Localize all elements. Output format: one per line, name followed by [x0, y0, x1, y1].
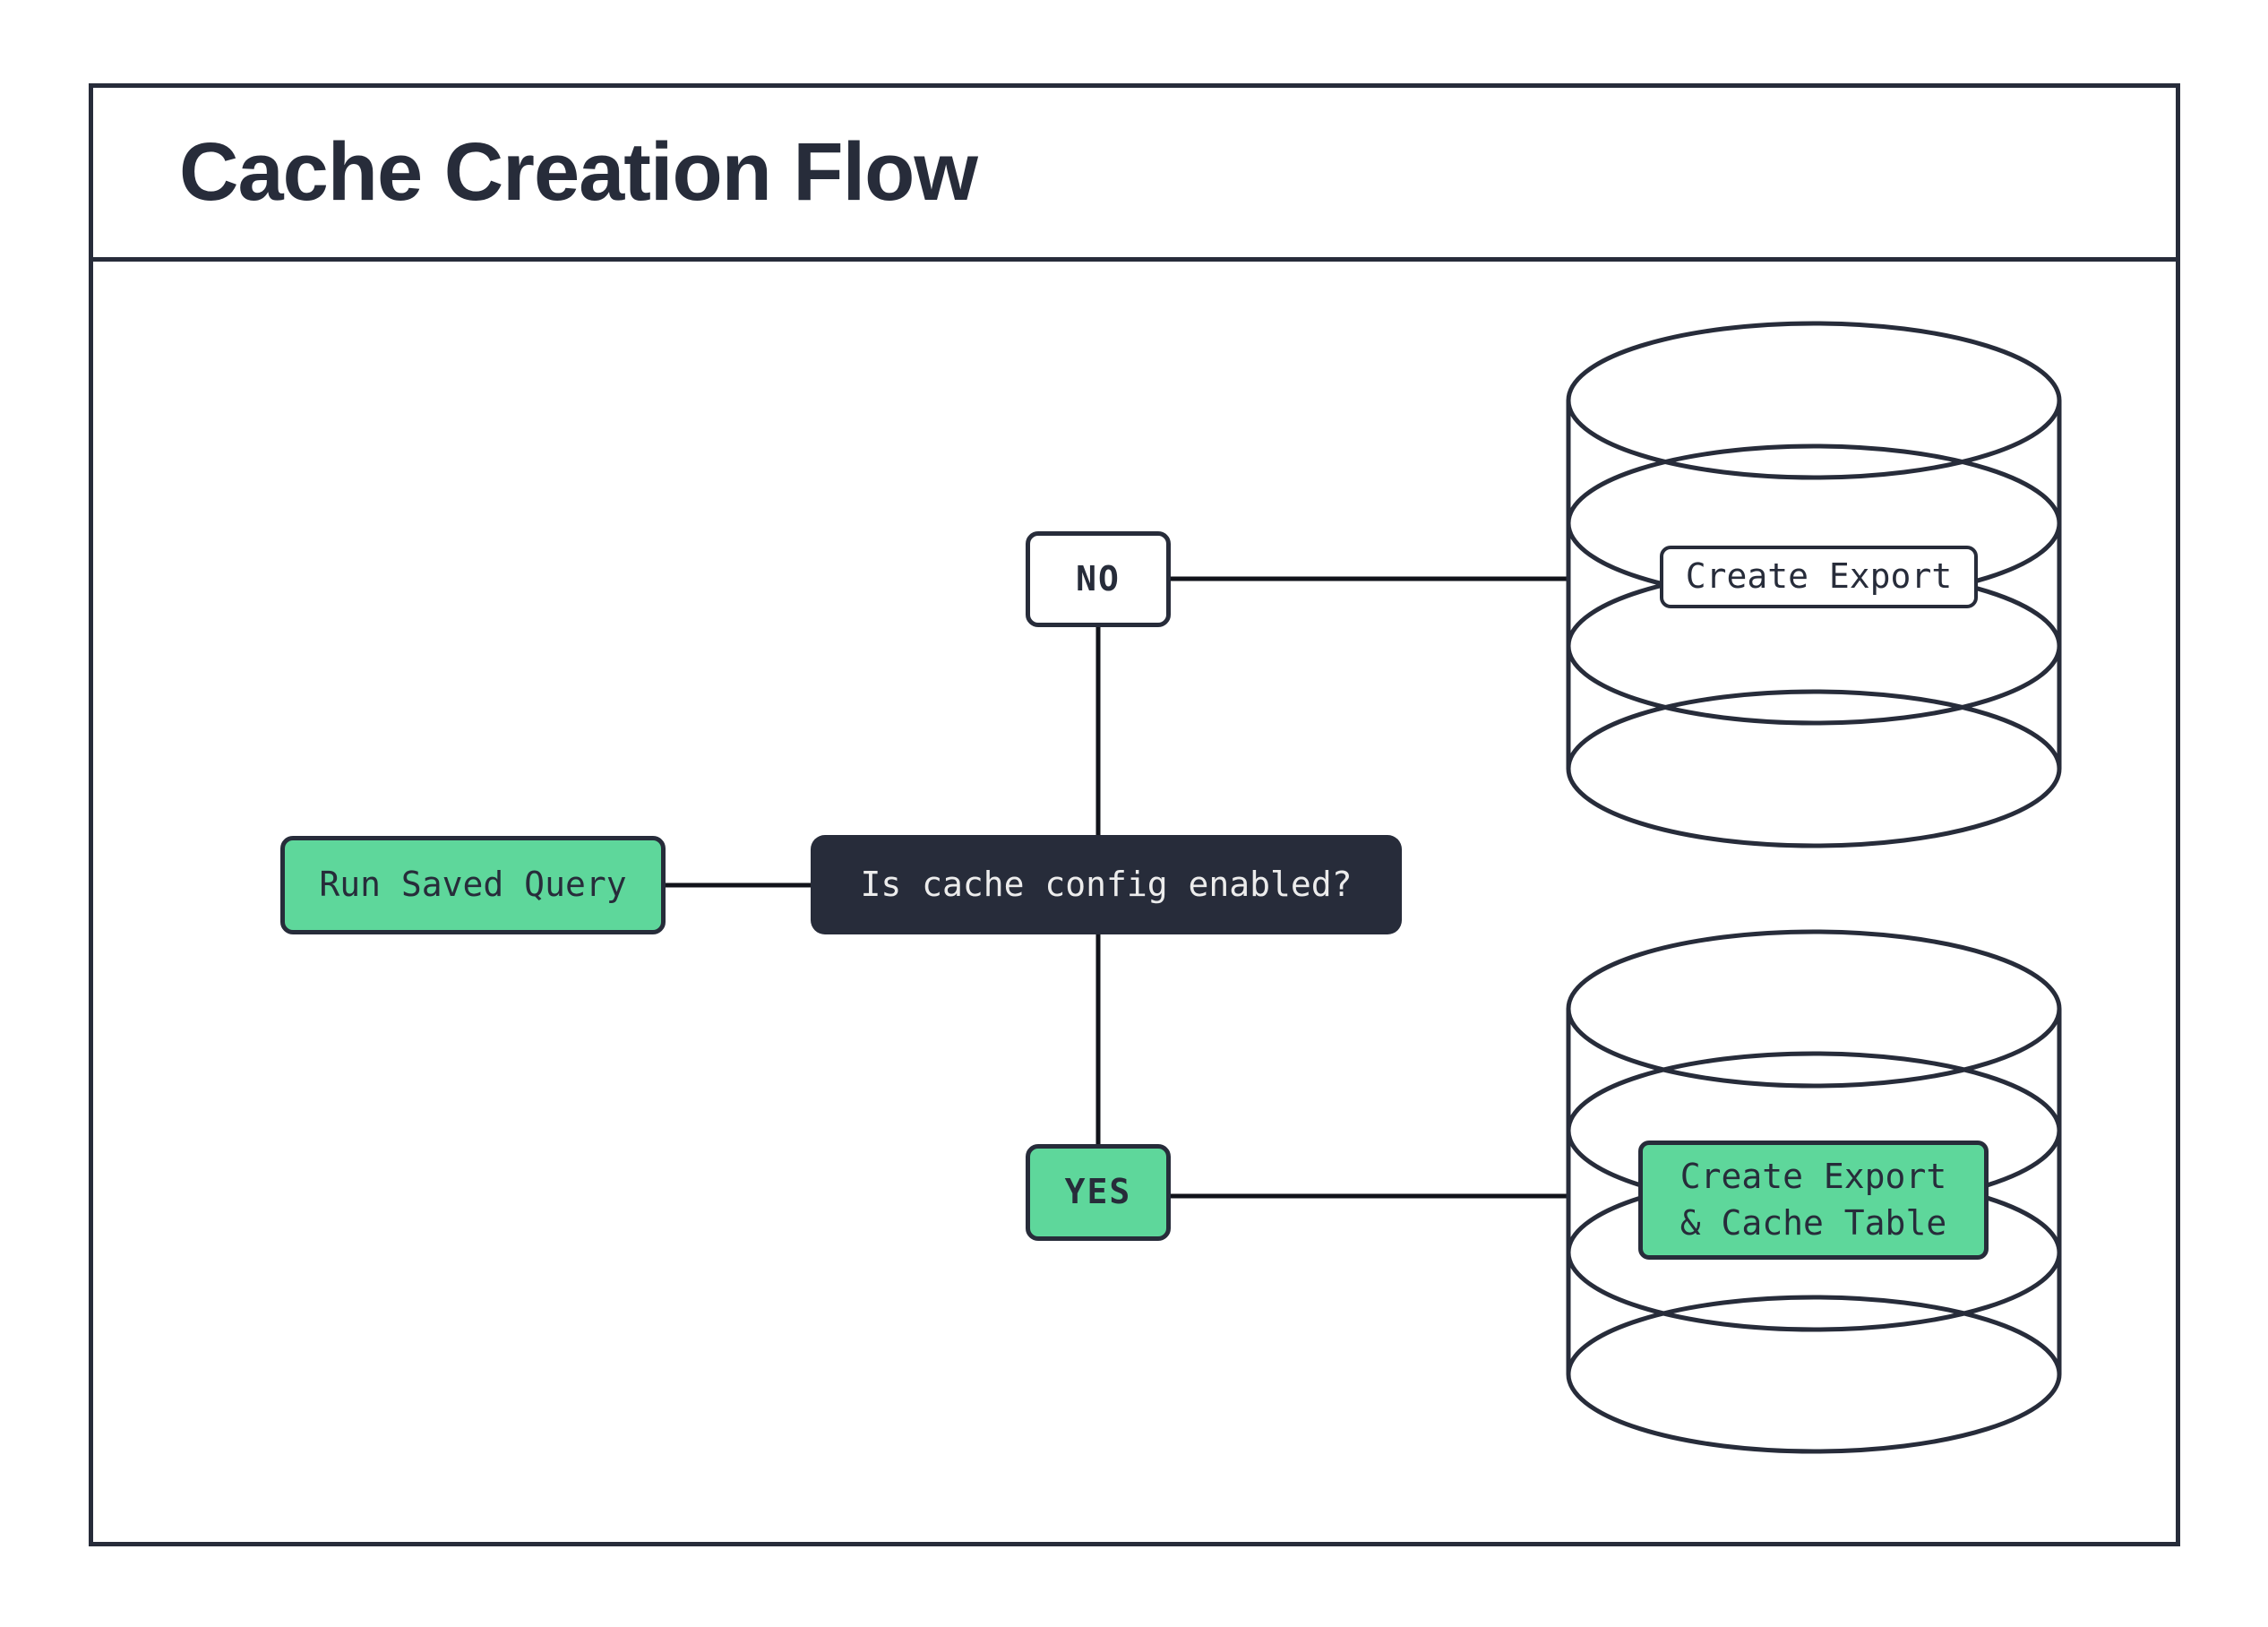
label-create-export: Create Export [1660, 546, 1978, 608]
branch-label-no: NO [1026, 531, 1171, 627]
database-cylinder-icon-yes [1566, 929, 2062, 1454]
title-bar: Cache Creation Flow [93, 88, 2176, 262]
label-line-1: Create Export [1680, 1157, 1947, 1197]
page-title: Cache Creation Flow [179, 126, 978, 218]
node-decision-cache-config: Is cache config enabled? [811, 835, 1402, 934]
diagram-frame: Cache Creation Flow [89, 83, 2180, 1546]
database-cylinder-icon-no [1566, 321, 2062, 848]
label-line-2: & Cache Table [1680, 1202, 1947, 1243]
label-create-export-cache-table: Create Export & Cache Table [1638, 1141, 1989, 1260]
branch-label-yes: YES [1026, 1144, 1171, 1241]
node-run-saved-query: Run Saved Query [280, 836, 666, 934]
